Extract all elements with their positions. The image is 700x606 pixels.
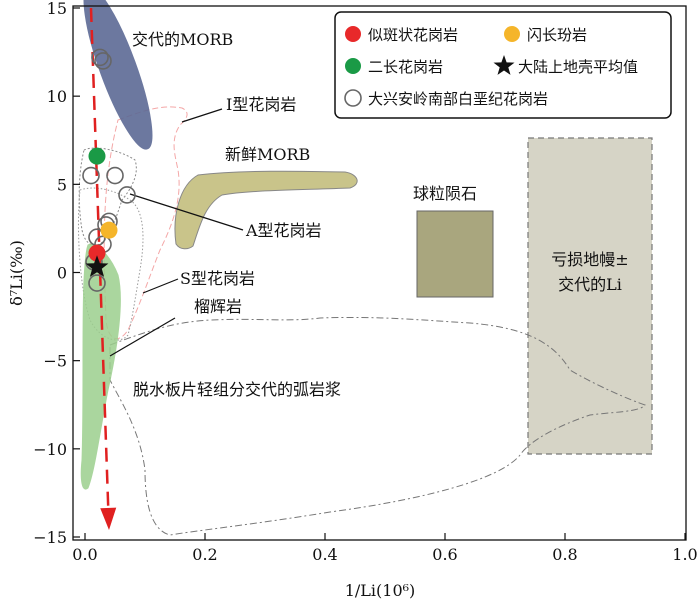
- point-monzogranite: [88, 147, 106, 165]
- leader-line-eclogite: [109, 317, 176, 357]
- x-tick-label: 0.6: [432, 545, 457, 564]
- field-label-i-type-granite: I型花岗岩: [226, 95, 296, 114]
- legend-label-cretaceous-granite: 大兴安岭南部白垩纪花岗岩: [368, 90, 548, 108]
- legend-marker-porphyritic-granite: [345, 26, 361, 42]
- y-tick-label: 5: [57, 175, 67, 194]
- field-label-fresh-morb: 新鲜MORB: [225, 145, 310, 164]
- y-tick-label: 0: [57, 264, 67, 283]
- leader-line-i-type: [181, 108, 223, 123]
- leader-lines: [109, 108, 244, 357]
- point-cretaceous-granite: [91, 48, 109, 67]
- arc-magma-field: [109, 316, 646, 536]
- y-axis-title: δ⁷Li(‰): [7, 240, 26, 306]
- x-tick-label: 0.0: [72, 545, 97, 564]
- field-label-arc-magma: 脱水板片轻组分交代的弧岩浆: [133, 380, 341, 399]
- legend-marker-upper-crust: [493, 55, 515, 75]
- points-layer: [82, 48, 136, 292]
- field-labels: 交代的MORB I型花岗岩 新鲜MORB A型花岗岩 S型花岗岩 榴辉岩 球粒陨…: [132, 30, 629, 399]
- point-cretaceous-granite: [88, 274, 106, 292]
- point-porphyritic-granite: [88, 244, 106, 262]
- y-tick-label: −10: [33, 440, 67, 459]
- chondrite-field: [416, 210, 494, 298]
- point-cretaceous-granite: [82, 166, 100, 185]
- field-label-s-type-granite: S型花岗岩: [180, 269, 255, 288]
- legend-marker-monzogranite: [345, 58, 361, 74]
- legend: 似斑状花岗岩 闪长玢岩 二长花岗岩 大陆上地壳平均值 大兴安岭南部白垩纪花岗岩: [334, 11, 672, 119]
- y-tick-label: 15: [47, 0, 67, 18]
- point-upper-crust-star: [85, 255, 109, 277]
- leader-line-s-type: [142, 278, 179, 294]
- x-tick-label: 0.2: [192, 545, 217, 564]
- x-axis-title: 1/Li(10⁶): [345, 581, 416, 600]
- point-diorite-porphyrite: [100, 221, 118, 239]
- legend-label-diorite-porphyrite: 闪长玢岩: [527, 26, 587, 44]
- y-tick-label: 10: [47, 87, 67, 106]
- fresh-morb-field: [174, 170, 358, 250]
- field-label-chondrite: 球粒陨石: [413, 184, 477, 203]
- legend-label-upper-crust: 大陆上地壳平均值: [518, 58, 638, 76]
- depleted-mantle-field: [527, 137, 653, 455]
- a-type-granite-field: [78, 147, 137, 246]
- metasomatized-morb-field: [83, 0, 153, 150]
- x-tick-label: 0.4: [312, 545, 337, 564]
- field-label-eclogite: 榴辉岩: [194, 297, 242, 316]
- ticks-layer: 0.0 0.2 0.4 0.6 0.8 1.0 −15 −10 −5 0 5 10 15: [33, 0, 697, 564]
- leader-line-a-type: [129, 193, 244, 231]
- eclogite-field: [80, 243, 121, 490]
- field-label-metasomatized-li: 交代的Li: [558, 275, 622, 294]
- point-cretaceous-granite: [94, 52, 112, 70]
- legend-label-monzogranite: 二长花岗岩: [368, 58, 443, 76]
- y-tick-label: −5: [43, 352, 67, 371]
- fields-layer: [77, 0, 653, 536]
- x-tick-label: 0.8: [552, 545, 577, 564]
- x-tick-label: 1.0: [672, 545, 697, 564]
- legend-marker-diorite-porphyrite: [504, 26, 520, 42]
- legend-label-porphyritic-granite: 似斑状花岗岩: [368, 26, 458, 44]
- trend-arrow-head: [100, 507, 117, 530]
- point-cretaceous-granite: [106, 166, 124, 185]
- s-type-granite-field: [77, 187, 144, 341]
- field-label-depleted-mantle: 亏损地幔±: [551, 250, 628, 269]
- legend-marker-cretaceous-granite: [344, 89, 362, 107]
- field-label-a-type-granite: A型花岗岩: [245, 221, 322, 240]
- field-label-metasomatized-morb: 交代的MORB: [132, 30, 233, 49]
- y-tick-label: −15: [33, 528, 67, 547]
- point-cretaceous-granite: [118, 186, 136, 204]
